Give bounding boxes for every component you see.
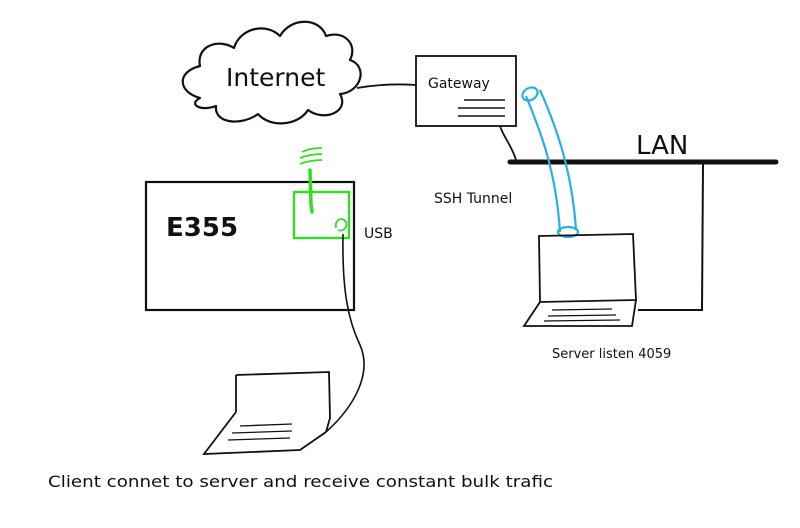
client-caption: Client connet to server and receive cons…: [48, 472, 553, 491]
e355-box: [144, 180, 356, 312]
ssh-tunnel: SSH Tunnel: [434, 86, 580, 239]
tunnel-end-top: [521, 86, 539, 102]
usb-port-mark: [334, 218, 348, 232]
server-label: Server listen 4059: [552, 347, 671, 362]
lan-server-link: [638, 163, 704, 311]
ssh-tunnel-label: SSH Tunnel: [434, 191, 512, 207]
signal-wave: [299, 153, 323, 159]
server-keyboard-line: [543, 319, 621, 322]
usb-label: USB: [364, 226, 393, 242]
gateway-label: Gateway: [428, 76, 490, 92]
internet-cloud: Internet: [181, 20, 362, 125]
client-keyboard-line: [231, 430, 293, 434]
client-keyboard-line: [227, 437, 291, 441]
gateway-box: [415, 55, 517, 127]
signal-wave: [299, 159, 323, 165]
server-keyboard-line: [551, 308, 613, 311]
signal-wave: [301, 147, 323, 153]
usb-modem-box: [292, 190, 351, 240]
gateway-lan-link: [499, 125, 517, 161]
server-laptop-base: [522, 299, 637, 327]
e355-label: E355: [166, 213, 238, 243]
internet-gateway-link: [356, 83, 417, 89]
lan-label: LAN: [636, 131, 688, 161]
tunnel-edge-left: [524, 95, 562, 233]
client-keyboard-line: [239, 423, 293, 427]
e355-device: E355 USB: [144, 180, 393, 312]
gateway-device: Gateway: [415, 55, 517, 127]
usb-cable: [325, 233, 365, 433]
client-laptop-screen: [235, 371, 331, 433]
antenna-stem: [308, 168, 314, 214]
server-laptop-screen: [538, 233, 637, 303]
wireless-signal: [299, 147, 323, 214]
client-laptop: [202, 371, 331, 455]
tunnel-edge-right: [538, 89, 578, 231]
server-keyboard-line: [547, 314, 617, 317]
client-laptop-base: [202, 411, 327, 455]
tunnel-end-bottom: [556, 225, 580, 239]
server-laptop: Server listen 4059: [522, 233, 671, 362]
internet-label: Internet: [226, 63, 325, 92]
